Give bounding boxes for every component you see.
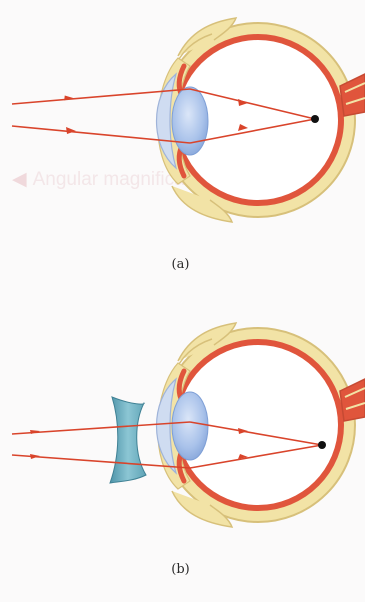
panel-a-diagram [12,18,365,222]
panel-b-diagram [12,323,365,527]
panel-b-focal-point [318,441,326,449]
panel-a-caption: (a) [0,257,363,272]
eye-a-illustration [157,18,365,222]
panel-a-focal-point [311,115,319,123]
corrective-lens [110,397,146,483]
panel-b-caption: (b) [0,562,363,577]
eye-b-illustration [157,323,365,527]
